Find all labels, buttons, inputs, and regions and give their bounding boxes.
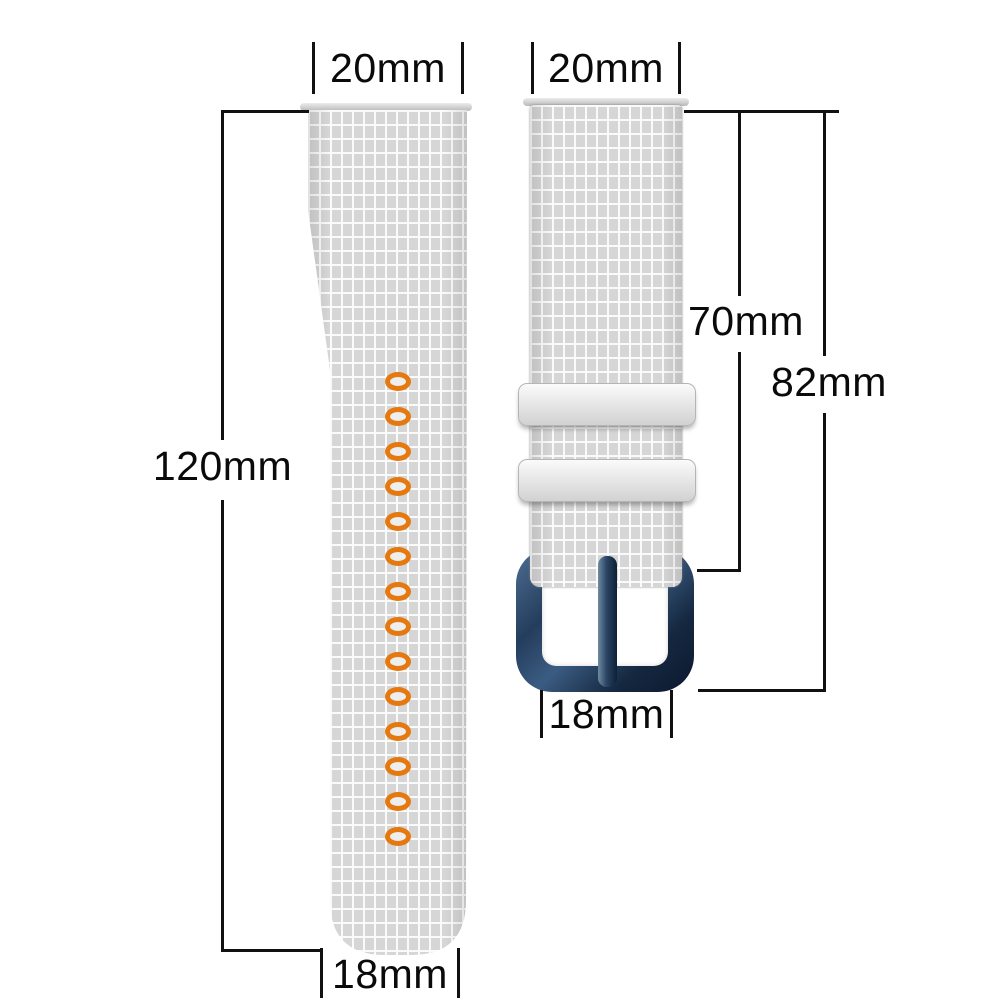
- strap-holes: [308, 110, 467, 955]
- right-total-length-line-lower: [823, 413, 826, 692]
- right-strap: [530, 105, 682, 587]
- right-total-length-extension-bottom: [698, 689, 826, 692]
- strap-hole: [385, 547, 411, 566]
- left-strap: [308, 110, 467, 955]
- strap-hole: [385, 722, 411, 741]
- buckle-prong: [598, 556, 617, 687]
- left-top-width-label: 20mm: [330, 45, 446, 91]
- left-bottom-width-tick-left: [320, 948, 323, 998]
- strap-hole: [385, 687, 411, 706]
- right-length-extension-top: [684, 110, 839, 113]
- right-buckle-width-label: 18mm: [548, 691, 665, 737]
- right-top-width-label: 20mm: [548, 45, 664, 91]
- right-top-width-tick-right: [678, 42, 681, 94]
- strap-hole: [385, 372, 411, 391]
- left-bottom-width-tick-right: [457, 948, 460, 998]
- strap-hole: [385, 407, 411, 426]
- right-top-width-tick-left: [531, 42, 534, 94]
- left-bottom-width-label: 18mm: [332, 951, 448, 997]
- strap-hole: [385, 827, 411, 846]
- strap-hole: [385, 757, 411, 776]
- right-strap-length-line-upper: [738, 110, 741, 296]
- strap-hole: [385, 477, 411, 496]
- right-buckle-width-tick-left: [540, 690, 543, 738]
- left-length-label: 120mm: [152, 443, 293, 489]
- keeper-loop-upper: [518, 383, 696, 426]
- right-total-length-line-upper: [823, 110, 826, 356]
- left-strap-spring-bar: [300, 103, 472, 111]
- strap-hole: [385, 792, 411, 811]
- strap-hole: [385, 512, 411, 531]
- right-strap-length-extension-bottom: [697, 569, 741, 572]
- right-total-length-label: 82mm: [771, 359, 887, 405]
- right-strap-length-label: 70mm: [688, 298, 804, 344]
- strap-hole: [385, 582, 411, 601]
- right-strap-spring-bar: [523, 98, 689, 106]
- left-length-line-upper: [221, 110, 224, 440]
- left-length-line-lower: [221, 500, 224, 952]
- left-top-width-tick-left: [312, 42, 315, 94]
- strap-hole: [385, 652, 411, 671]
- keeper-loop-lower: [518, 459, 696, 502]
- right-strap-length-line-lower: [738, 352, 741, 572]
- strap-hole: [385, 442, 411, 461]
- strap-hole: [385, 617, 411, 636]
- left-top-width-tick-right: [461, 42, 464, 94]
- left-length-extension-bottom: [221, 949, 321, 952]
- right-buckle-width-tick-right: [670, 690, 673, 738]
- left-length-extension-top: [221, 110, 309, 113]
